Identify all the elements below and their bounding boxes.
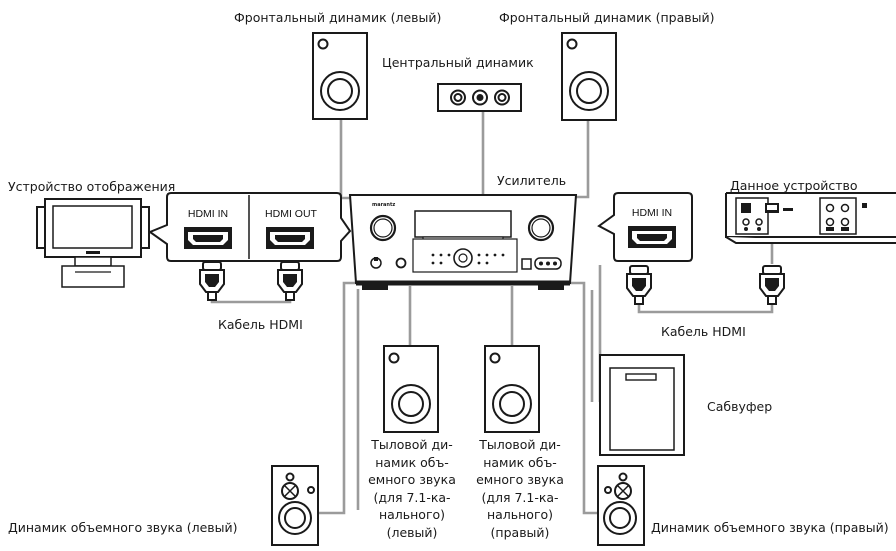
label-this-device: Данное устройство: [730, 178, 858, 193]
label-center: Центральный динамик: [382, 55, 534, 70]
hdmi-out-port-display: [266, 227, 314, 249]
label-hdmi-cable-left: Кабель HDMI: [218, 317, 303, 332]
hdmi-cable-right-line: [637, 302, 774, 314]
front-right-speaker: [561, 32, 617, 121]
display-device: [36, 198, 150, 288]
label-surround-right: Динамик объемного звука (правый): [651, 520, 889, 535]
amplifier-brand: marantz: [372, 202, 395, 208]
port-label-display-in: HDMI IN: [187, 208, 229, 220]
hdmi-plug-left-a: [199, 261, 225, 301]
subwoofer-unit: [599, 354, 685, 456]
label-display-device: Устройство отображения: [8, 179, 176, 194]
label-amplifier: Усилитель: [497, 173, 567, 188]
center-speaker: [437, 83, 522, 112]
hdmi-plug-left-b: [277, 261, 303, 301]
hdmi-cable-left-line: [210, 296, 292, 304]
port-label-display-out: HDMI OUT: [265, 208, 317, 220]
hdmi-in-port-amp: [628, 226, 676, 248]
hdmi-plug-right-b: [759, 265, 785, 305]
rear-left-speaker: [383, 345, 439, 433]
rear-right-speaker: [484, 345, 540, 433]
surround-left-speaker: [271, 465, 319, 546]
wire-front-right: [568, 120, 590, 199]
port-label-amp-in: HDMI IN: [631, 207, 673, 219]
label-rear-left: Тыловой ди- намик объ- емного звука (для…: [368, 437, 456, 540]
label-subwoofer: Сабвуфер: [707, 399, 773, 414]
wire-surround-left: [318, 281, 356, 515]
label-front-left: Фронтальный динамик (левый): [234, 10, 442, 25]
display-ports-callout: [147, 192, 352, 262]
amplifier-unit: [348, 194, 578, 290]
surround-right-speaker: [597, 465, 645, 546]
this-device: [725, 192, 896, 244]
label-rear-right: Тыловой ди- намик объ- емного звука (для…: [476, 437, 564, 540]
hdmi-in-port-display: [184, 227, 232, 249]
wire-front-left: [339, 119, 358, 200]
label-front-right: Фронтальный динамик (правый): [499, 10, 715, 25]
label-surround-left: Динамик объемного звука (левый): [8, 520, 238, 535]
front-left-speaker: [312, 32, 368, 120]
label-hdmi-cable-right: Кабель HDMI: [661, 324, 746, 339]
hdmi-plug-right-a: [626, 265, 652, 305]
wire-surround-right: [570, 281, 598, 515]
